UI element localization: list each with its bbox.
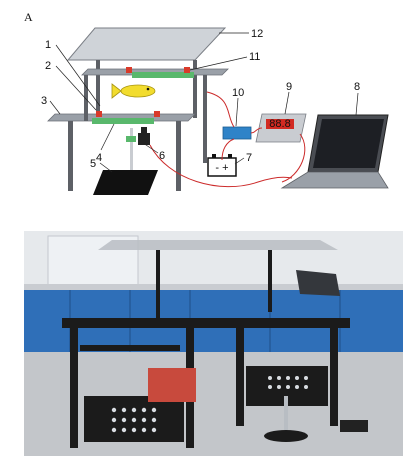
- top-glass-plate: [66, 27, 227, 61]
- camera-body: [138, 133, 150, 145]
- camera-top: [141, 127, 147, 133]
- scale-indicator: 88.8: [255, 113, 307, 143]
- callout-2: 2: [45, 60, 51, 72]
- callout-9: 9: [286, 81, 292, 93]
- photo-laptop: [296, 270, 340, 296]
- photo-blue-box: [340, 420, 368, 432]
- apparatus-photo: [24, 231, 403, 456]
- battery-terminals-text: - +: [215, 162, 228, 174]
- photo-frame-top: [62, 318, 350, 328]
- frame-post: [193, 60, 197, 118]
- photo-glass-plate: [98, 240, 338, 250]
- red-clamp: [126, 67, 132, 73]
- green-sensor-strip-upper: [132, 72, 194, 78]
- frame-leg: [68, 121, 73, 191]
- frame-post: [96, 60, 100, 118]
- red-clamp: [184, 67, 190, 73]
- callout-10: 10: [232, 87, 244, 99]
- photo-red-box: [148, 368, 196, 402]
- fish-icon: [111, 83, 156, 99]
- frame-leg: [84, 75, 88, 121]
- red-clamp: [154, 111, 160, 117]
- scale-display-text: 88.8: [269, 118, 290, 130]
- schematic-diagram: 88.8 - +: [41, 27, 389, 195]
- callout-5: 5: [90, 158, 96, 170]
- callout-12: 12: [251, 28, 263, 40]
- callout-8: 8: [354, 81, 360, 93]
- callout-6: 6: [159, 150, 165, 162]
- leader-lines: [49, 32, 359, 173]
- callout-1: 1: [45, 39, 51, 51]
- callout-11: 11: [249, 51, 260, 63]
- callout-3: 3: [41, 95, 47, 107]
- red-clamp: [96, 111, 102, 117]
- laptop-icon: [280, 114, 389, 189]
- wires: [149, 91, 306, 188]
- frame-leg: [203, 75, 207, 163]
- panel-a-label: A: [24, 10, 33, 24]
- black-base-plate: [93, 170, 158, 195]
- callout-4: 4: [96, 152, 102, 164]
- camera-mount: [126, 136, 136, 142]
- green-sensor-strip-lower: [92, 118, 154, 124]
- frame-leg: [176, 121, 181, 191]
- camera-pole: [130, 128, 133, 170]
- callout-7: 7: [246, 152, 252, 164]
- blue-box: [222, 126, 252, 140]
